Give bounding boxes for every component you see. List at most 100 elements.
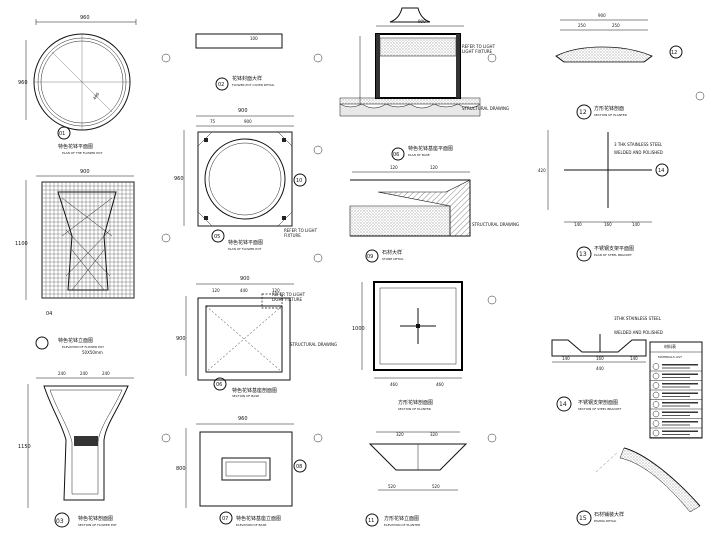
panel-subtitle: PLAN OF FLOWER POT (228, 247, 262, 251)
panel-subtitle: SECTION OF FLOWER POT (78, 523, 117, 527)
panel-12-bowl-section: 900 250 250 12 12 方形花钵剖面 SECTION OF PLAN… (555, 13, 683, 120)
legend-row-marker (652, 401, 660, 408)
legend-row-text-stub (662, 415, 690, 416)
legend-row-text-stub (662, 386, 690, 388)
dim-label: 240 (58, 371, 66, 376)
callout-number: 14 (658, 168, 664, 174)
legend-row-text-stub (662, 396, 690, 397)
legend-row-text-stub (662, 434, 690, 435)
dim-label: 960 (174, 176, 184, 182)
callout-number: 02 (218, 82, 224, 88)
legend-row-text-stub (662, 430, 698, 432)
panel-03-section: 240 240 240 1150 03 特色花钵剖面图 SECTION OF F… (18, 371, 134, 528)
dim-label: 1100 (15, 241, 28, 247)
panel-14-steel-section: 3THK STAINLESS STEEL WELDED AND POLISHED… (551, 316, 663, 412)
dim-label: 240 (80, 371, 88, 376)
dim-label: 520 (388, 484, 396, 489)
dim-label: 120 (272, 288, 280, 293)
callout-number: 08 (296, 464, 302, 470)
note-steel: 3THK STAINLESS STEEL (614, 316, 662, 321)
grid-marker (313, 253, 323, 263)
panel-title: 花钵封面大样 (232, 75, 262, 82)
note-structural: STRUCTURAL DRAWING (290, 342, 337, 347)
panel-title: 方形花钵剖面图 (398, 399, 433, 406)
dim-label: 440 (240, 288, 248, 293)
panel-01-plan: 960 960 400 01 特色花钵平面图 PLAN OF THE FLOWE… (18, 15, 137, 155)
panel-05-plan: 900 75 900 960 10 05 特色花钵平面图 PLAN OF FLO… (174, 108, 318, 251)
dim-label: 320 (430, 432, 438, 437)
legend-title: 材料表 (664, 343, 676, 349)
panel-title: 方形花钵剖面 (594, 105, 624, 112)
legend-row-text-stub (662, 392, 698, 394)
panel-title: 特色花钵基座平面图 (408, 145, 453, 152)
panel-subtitle: ELEVATION OF FLOWER POT (62, 345, 104, 349)
radius-label: 400 (92, 91, 101, 100)
panel-subtitle: PLAN OF THE FLOWER POT (62, 151, 102, 155)
panel-02-cover-detail: 100 02 花钵封面大样 FLOWER POT COVER DETAIL (195, 33, 283, 91)
callout-number: 06 (393, 152, 399, 158)
dim-label: 140 (562, 356, 570, 361)
grid-marker (695, 91, 705, 101)
legend-row-text-stub (662, 377, 690, 378)
panel-title: 特色花钵基座立面图 (236, 515, 281, 522)
note-steel: WELDED AND POLISHED (614, 330, 663, 335)
dim-label: 160 (604, 222, 612, 227)
dim-label: 460 (390, 382, 398, 387)
panel-title: 特色花钵基座剖面图 (232, 387, 277, 394)
panel-subtitle: PAVING DETAIL (594, 519, 617, 523)
dim-label: 250 (612, 23, 620, 28)
panel-title: 石材大样 (382, 249, 402, 256)
panel-subtitle: STONE DETAIL (382, 257, 404, 261)
panel-subtitle: PLAN OF STEEL BRACKET (594, 253, 632, 257)
legend-rows (650, 363, 702, 438)
dim-label: 120 (212, 288, 220, 293)
legend-row-text-stub (662, 405, 690, 407)
dim-label: 160 (596, 356, 604, 361)
callout-number: 10 (296, 178, 302, 184)
legend-row-text-stub (662, 402, 698, 404)
panel-subtitle: SECTION OF PLANTER (398, 407, 431, 411)
legend-row-text-stub (662, 383, 698, 385)
callout-number: 04 (46, 311, 52, 317)
materials-legend: 材料表 MATERIALS LIST (649, 341, 703, 439)
callout-number: 01 (59, 131, 65, 137)
dim-label: 1150 (18, 444, 31, 450)
panel-subtitle: SECTION OF BASE (232, 394, 259, 398)
note-light: REFER TO LIGHT (284, 228, 318, 233)
panel-11-planter-elevation: 320 320 520 520 11 方形花钵立面图 ELEVATION OF … (365, 431, 468, 527)
dim-label: 140 (574, 222, 582, 227)
legend-row-text-stub (662, 364, 698, 366)
legend-row-text-stub (662, 411, 698, 413)
grid-marker (487, 295, 497, 305)
legend-row-marker (652, 363, 660, 370)
legend-row-text-stub (662, 367, 690, 369)
panel-title: 不锈钢支架平面图 (594, 245, 634, 252)
dim-label: 100 (250, 36, 258, 41)
note-structural: STRUCTURAL DRAWING (462, 106, 509, 111)
panel-04-elevation: 900 1100 04 特色花钵立面图 ELEVATION OF FLOWER … (15, 169, 135, 355)
panel-15-paving: 15 石材铺装大样 PAVING DETAIL (576, 447, 701, 526)
dim-label: 960 (18, 80, 28, 86)
dim-label: 900 (176, 336, 186, 342)
panel-title: 方形花钵立面图 (384, 515, 419, 522)
callout-number: 12 (579, 109, 587, 116)
dim-label: 900 (598, 13, 606, 18)
dim-label: 440 (596, 366, 604, 371)
panel-08-base-elevation: 960 800 08 07 特色花钵基座立面图 ELEVATION OF BAS… (176, 416, 307, 527)
dim-label: 120 (390, 165, 398, 170)
dim-label: 420 (538, 168, 546, 173)
mesh-grid (41, 181, 135, 299)
note-steel: WELDED AND POLISHED (614, 150, 663, 155)
callout-number: 05 (214, 234, 220, 240)
note-light: REFER TO LIGHT (272, 292, 306, 297)
panel-subtitle: SECTION OF PLANTER (594, 113, 627, 117)
dim-label: 140 (630, 356, 638, 361)
legend-subtitle: MATERIALS LIST (658, 355, 682, 359)
legend-row-marker (652, 420, 660, 427)
callout-number: 14 (559, 401, 567, 408)
note-light: FIXTURE (284, 233, 301, 238)
grid-marker (487, 433, 497, 443)
dim-label: 960 (80, 15, 90, 21)
panel-07-base-section: 900 REFER TO LIGHT LIGHT FIXTURE STRUCTU… (339, 7, 509, 161)
